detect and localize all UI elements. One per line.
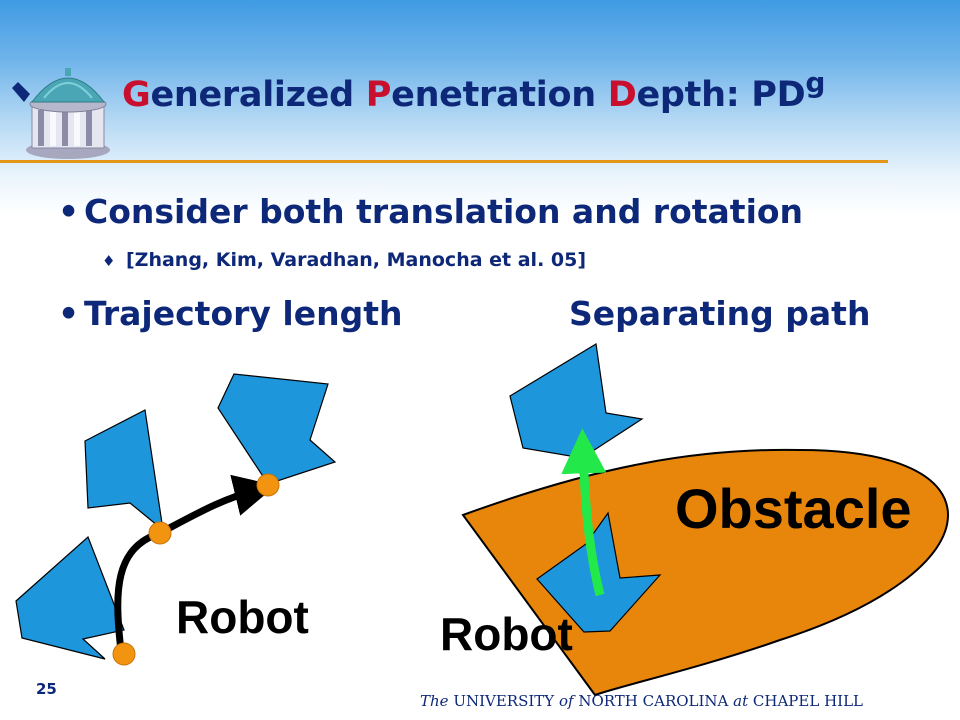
right-panel: Obstacle Robot xyxy=(440,343,912,660)
old-well-logo-icon xyxy=(12,68,110,159)
title-rest-1: eneralized xyxy=(150,75,366,115)
sub-bullet-citation: ♦ [Zhang, Kim, Varadhan, Manocha et al. 0… xyxy=(102,249,586,271)
separating-path-arrow xyxy=(561,428,607,597)
title-letter-d: D xyxy=(607,75,637,115)
title-superscript: g xyxy=(805,66,826,99)
title-divider xyxy=(0,160,888,163)
university-footer: The UNIVERSITY of NORTH CAROLINA at CHAP… xyxy=(420,692,863,710)
left-panel: Robot xyxy=(15,373,337,666)
bullet-text: Trajectory length xyxy=(84,294,403,333)
obstacle-label: Obstacle xyxy=(675,477,912,540)
diamond-bullet-icon: ♦ xyxy=(102,252,116,270)
bullet-consider: •Consider both translation and rotation xyxy=(58,192,803,231)
left-robot-label: Robot xyxy=(176,591,309,643)
title-rest-3: epth: PD xyxy=(636,75,806,115)
config-point-1 xyxy=(112,642,136,666)
citation-text: [Zhang, Kim, Varadhan, Manocha et al. 05… xyxy=(126,249,587,271)
config-point-3 xyxy=(256,473,280,497)
page-number: 25 xyxy=(36,680,57,698)
separating-path-heading: Separating path xyxy=(569,294,871,333)
robot-config-1 xyxy=(15,535,125,660)
robot-config-2 xyxy=(84,409,164,532)
bullet-text: Consider both translation and rotation xyxy=(84,192,804,231)
right-robot-label: Robot xyxy=(440,608,573,660)
round-bullet-icon: • xyxy=(58,192,80,231)
title-rest-2: enetration xyxy=(391,75,608,115)
robot-config-3 xyxy=(217,373,337,485)
robot-separated xyxy=(509,343,644,459)
title-letter-g: G xyxy=(122,75,151,115)
bullet-trajectory: •Trajectory length xyxy=(58,294,402,333)
title-letter-p: P xyxy=(365,75,392,115)
config-point-2 xyxy=(148,521,172,545)
round-bullet-icon: • xyxy=(58,294,80,333)
slide-title: Generalized Penetration Depth: PDg xyxy=(122,66,825,115)
